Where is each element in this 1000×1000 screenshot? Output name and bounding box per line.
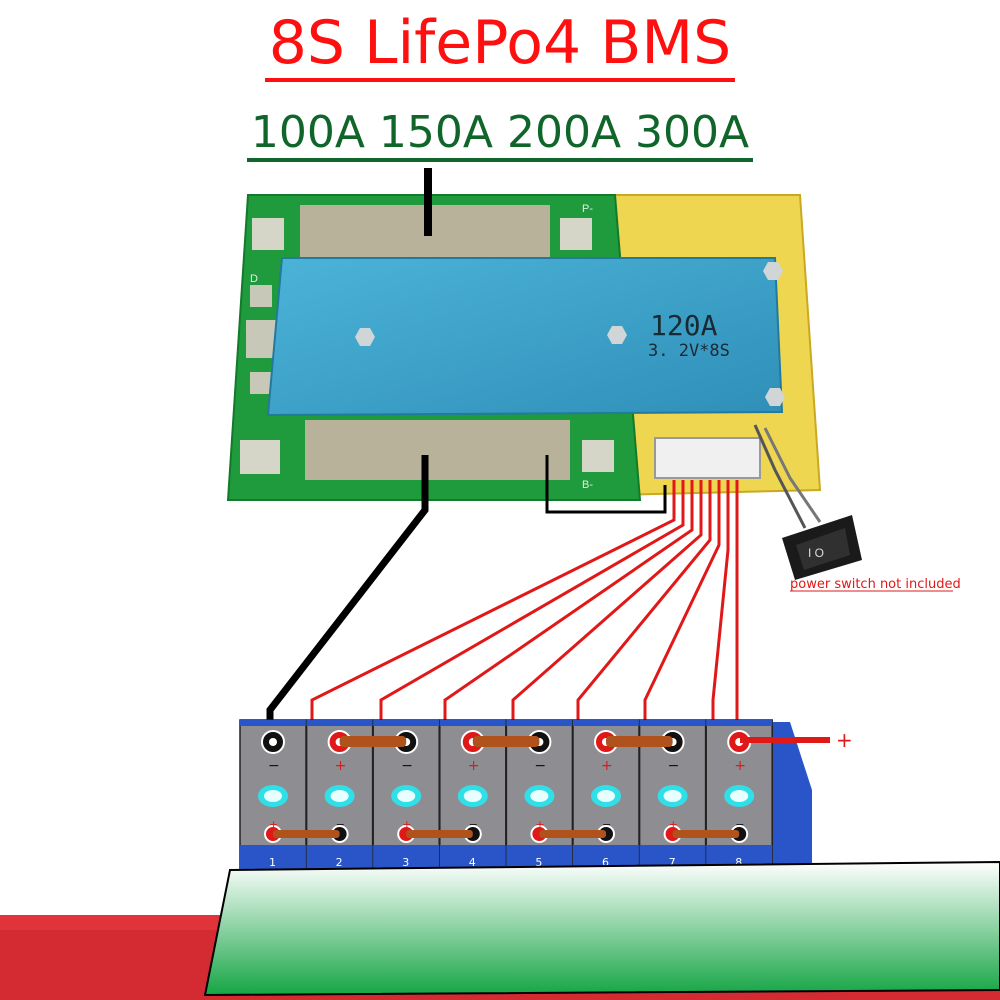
- cell-pack: − +1 + − 2 − +3 + − 4 − +5 + − 6 − +7 + − 8: [239, 719, 812, 871]
- cell-number: 5: [535, 856, 542, 869]
- cell-number: 8: [735, 856, 742, 869]
- heatsink-screw: [765, 388, 785, 406]
- cell-busbar-top: [339, 736, 407, 747]
- cell-top-wrap: [373, 720, 440, 726]
- terminal-polarity-label: +: [269, 818, 278, 831]
- cell-base-wrap: [373, 845, 440, 870]
- switch-wire: [763, 427, 822, 523]
- cell-vent-center: [730, 790, 749, 802]
- balance-wire-6: [643, 480, 721, 738]
- cell-top-wrap: [506, 720, 573, 726]
- terminal-polarity-label: +: [734, 758, 746, 774]
- cell-number: 1: [269, 856, 276, 869]
- terminal-polarity-label: +: [335, 758, 347, 774]
- cell-base-wrap: [240, 845, 306, 870]
- balance-wire-3: [443, 480, 694, 738]
- heatsink: [266, 257, 784, 417]
- switch-note: power switch not included: [790, 577, 961, 592]
- cell-busbar-bottom: [406, 830, 473, 838]
- terminal-polarity-label: −: [401, 758, 413, 774]
- board-spec: 3. 2V*8S: [648, 341, 730, 361]
- heatsink-screw: [763, 262, 783, 280]
- cell-number: 7: [669, 856, 676, 869]
- board-rating: 120A: [650, 309, 718, 342]
- power-switch-rocker: [796, 528, 850, 570]
- pad-label-d: D: [250, 273, 258, 285]
- terminal-polarity-label: −: [668, 758, 680, 774]
- cell-busbar-top: [606, 736, 673, 747]
- page-title-text: 8S LifePo4 BMS: [264, 8, 736, 82]
- cell-vent-center: [463, 790, 482, 802]
- busbar-bottom: [305, 420, 570, 480]
- terminal-polarity-label: −: [602, 818, 611, 831]
- cell-pack-side: [760, 722, 812, 870]
- switch-wire: [753, 424, 807, 529]
- cell-vent-center: [597, 790, 615, 802]
- terminal-polarity-label: −: [735, 818, 744, 831]
- balance-wire-4: [511, 480, 703, 738]
- terminal-center: [269, 738, 277, 746]
- cell-top-wrap: [706, 720, 773, 726]
- heatsink-screw: [355, 328, 375, 346]
- b-minus-sense-wire: [545, 455, 667, 514]
- cell-vent-center: [663, 790, 682, 802]
- terminal-polarity-label: −: [534, 758, 546, 774]
- cell-vent-center: [530, 790, 549, 802]
- mount-pad: [582, 440, 614, 472]
- terminal-polarity-label: +: [535, 818, 544, 831]
- cell-number: 3: [402, 856, 409, 869]
- heatsink-screw: [607, 326, 627, 344]
- mount-pad: [250, 372, 272, 394]
- switch-assembly: I O power switch not included: [753, 424, 961, 592]
- power-switch-symbols: I O: [808, 546, 824, 560]
- cell-vent-center: [330, 790, 349, 802]
- terminal-polarity-label: +: [669, 818, 678, 831]
- cell-busbar-top: [472, 736, 540, 747]
- terminal-polarity-label: −: [268, 758, 280, 774]
- terminal-polarity-label: −: [469, 818, 478, 831]
- terminal-polarity-label: −: [336, 818, 345, 831]
- balance-wire-5: [576, 480, 712, 738]
- cell-number: 6: [602, 856, 609, 869]
- mount-pad: [252, 218, 284, 250]
- mount-pad: [246, 320, 276, 358]
- balance-wire-1: [310, 480, 676, 738]
- cell-vent-center: [397, 790, 416, 802]
- terminal-polarity-label: +: [402, 818, 411, 831]
- cell-top-wrap: [573, 720, 639, 726]
- balance-wire-2: [379, 480, 685, 738]
- cell-number: 2: [336, 856, 343, 869]
- mount-pad: [240, 440, 280, 474]
- mount-pad: [250, 285, 272, 307]
- cell-busbar-bottom: [672, 830, 740, 838]
- pad-label-b-minus: B-: [582, 479, 593, 491]
- cell-base-wrap: [573, 845, 639, 870]
- page-subtitle-text: 100A 150A 200A 300A: [246, 107, 754, 162]
- balance-wires: [310, 480, 739, 740]
- cell-base-wrap: [639, 845, 706, 870]
- cell-busbar-bottom: [539, 830, 606, 838]
- cell-top-wrap: [439, 720, 506, 726]
- balance-wire-7: [711, 480, 730, 738]
- balance-connector: [654, 437, 761, 479]
- cell-base-wrap: [439, 845, 506, 870]
- cell-base-wrap: [506, 845, 573, 870]
- cell-vent-center: [264, 790, 282, 802]
- terminal-polarity-label: +: [468, 758, 480, 774]
- pad-label-p-minus: P-: [582, 203, 593, 215]
- terminal-polarity-label: +: [601, 758, 613, 774]
- cell-base-wrap: [306, 845, 373, 870]
- mount-pad: [560, 218, 592, 250]
- cell-top-wrap: [240, 720, 306, 726]
- cell-number: 4: [469, 856, 476, 869]
- bms-board: P- B- D 120A 3. 2V*8S: [226, 194, 822, 501]
- battery-stand: [203, 860, 1000, 997]
- cell-top-wrap: [639, 720, 706, 726]
- cell-top-wrap: [306, 720, 373, 726]
- cell-busbar-bottom: [273, 830, 340, 838]
- page-title: 8S LifePo4 BMS: [0, 8, 1000, 82]
- page-subtitle: 100A 150A 200A 300A: [0, 106, 1000, 162]
- pack-positive-label: +: [836, 728, 853, 752]
